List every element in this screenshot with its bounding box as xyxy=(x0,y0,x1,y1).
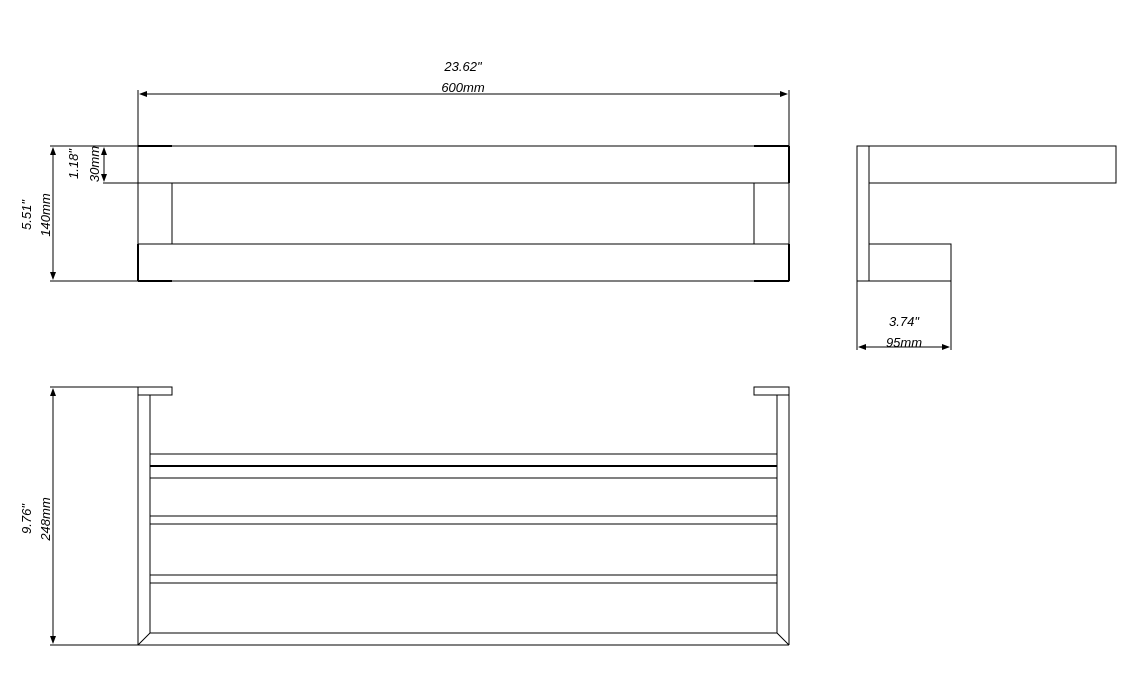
front-height-inches: 9.76" xyxy=(19,503,34,534)
side-view xyxy=(856,145,1117,282)
bar-thickness-inches: 1.18" xyxy=(66,148,81,179)
bar-thickness-mm: 30mm xyxy=(87,146,102,182)
front-view-right-mount xyxy=(753,386,790,396)
depth-mm: 95mm xyxy=(886,335,922,350)
dimension-front-height: 9.76" 248mm xyxy=(19,386,138,646)
side-view-upper-arm xyxy=(868,145,1117,184)
depth-inches: 3.74" xyxy=(889,314,920,329)
top-view-upper-bar xyxy=(137,145,790,184)
top-view-lower-bar xyxy=(137,243,790,282)
front-height-mm: 248mm xyxy=(38,497,53,542)
dimension-depth: 3.74" 95mm xyxy=(856,281,952,350)
overall-height-mm: 140mm xyxy=(38,193,53,237)
dimension-overall-width: 23.62" 600mm xyxy=(137,59,790,146)
side-view-lower-arm xyxy=(868,243,952,282)
dimension-overall-height: 5.51" 140mm xyxy=(19,145,138,282)
top-view xyxy=(137,145,790,282)
front-view xyxy=(137,386,790,646)
dimension-bar-thickness: 1.18" 30mm xyxy=(66,145,138,184)
overall-width-inches: 23.62" xyxy=(443,59,483,74)
overall-width-mm: 600mm xyxy=(441,80,485,95)
front-view-left-mount xyxy=(137,386,173,396)
overall-height-inches: 5.51" xyxy=(19,199,34,230)
side-view-wall-plate xyxy=(856,145,870,282)
